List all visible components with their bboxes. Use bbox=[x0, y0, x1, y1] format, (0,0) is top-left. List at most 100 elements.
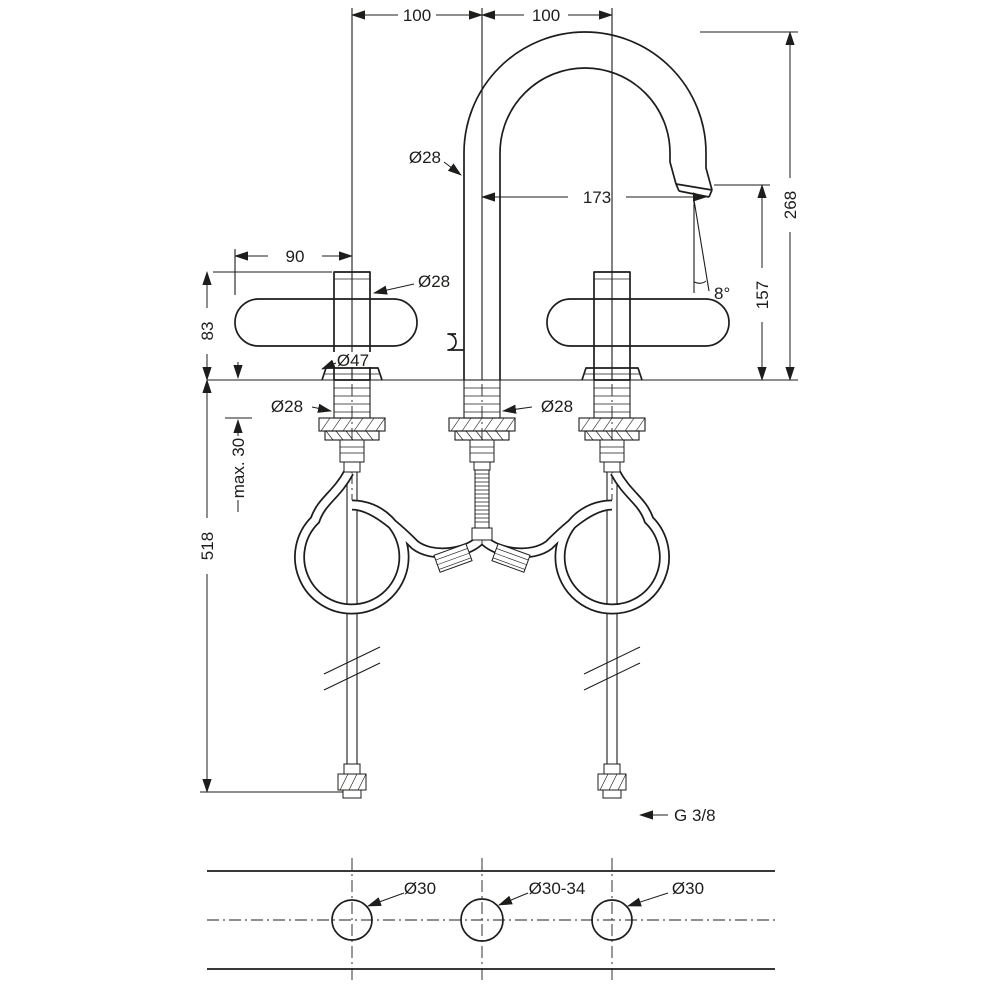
below-deck-dimension: 518 bbox=[198, 379, 343, 793]
countertop-edges bbox=[207, 870, 775, 970]
center-fitting-ridges bbox=[470, 446, 494, 454]
handle-reach-label: 90 bbox=[286, 247, 305, 266]
angle-arc bbox=[693, 280, 707, 284]
spout-diameter-label: Ø28 bbox=[409, 148, 441, 167]
leader-line bbox=[498, 892, 529, 906]
hole-center bbox=[460, 898, 504, 942]
center-mounting bbox=[448, 379, 516, 541]
right-hose-coupling bbox=[491, 543, 531, 573]
right-washer-hatch bbox=[585, 430, 634, 441]
right-nut-collar bbox=[603, 763, 621, 775]
base-diameter-label: Ø47 bbox=[337, 351, 369, 370]
label-mask bbox=[328, 352, 378, 367]
right-nut-tip bbox=[602, 789, 622, 799]
outlet-height-dimension: 157 bbox=[714, 184, 772, 381]
spacing-dimension-left: 100 bbox=[351, 6, 483, 25]
right-supply-tube bbox=[583, 472, 641, 764]
right-supply-nut bbox=[597, 763, 627, 799]
spout-reach-label: 173 bbox=[583, 188, 611, 207]
left-coupling-texture bbox=[435, 548, 472, 570]
right-handle bbox=[546, 271, 730, 381]
right-hose-inner bbox=[482, 470, 669, 613]
outlet-angle-callout: 8° bbox=[693, 199, 730, 303]
right-hose bbox=[481, 469, 670, 615]
left-handle-escutcheon bbox=[321, 367, 383, 381]
left-hose-coupling bbox=[433, 543, 473, 573]
spacing-dimension-right: 100 bbox=[481, 6, 613, 25]
left-valve-fitting bbox=[339, 439, 365, 463]
hole-centerlines bbox=[351, 858, 613, 983]
outlet-angle-label: 8° bbox=[714, 284, 730, 303]
hole-center-label: Ø30-34 bbox=[529, 879, 586, 898]
supply-thread-callout: G 3/8 bbox=[639, 806, 716, 825]
shank-center-diameter-callout: Ø28 bbox=[502, 397, 573, 416]
leader-line bbox=[627, 892, 669, 907]
height-dimension: 268 bbox=[700, 31, 800, 381]
right-coupling-texture bbox=[492, 548, 529, 570]
left-hose-inner bbox=[295, 470, 482, 613]
right-nut-hatch bbox=[580, 417, 646, 432]
left-nut-body-hatch bbox=[339, 773, 367, 791]
left-shank-threads bbox=[334, 387, 370, 413]
leader-line bbox=[311, 403, 332, 413]
below-deck-length-label: 518 bbox=[198, 532, 217, 560]
deck-thickness-dimension: max. 30 bbox=[225, 362, 252, 512]
right-nut-body-hatch bbox=[599, 773, 627, 791]
right-valve-fitting bbox=[599, 439, 625, 463]
hole-left-callout: Ø30 bbox=[367, 879, 436, 907]
left-tube-walls bbox=[346, 472, 358, 764]
supply-thread-label: G 3/8 bbox=[674, 806, 716, 825]
spout bbox=[447, 31, 713, 380]
spout-diameter-callout: Ø28 bbox=[409, 148, 462, 176]
right-handle-loop bbox=[546, 298, 730, 347]
left-nut-tip bbox=[342, 789, 362, 799]
left-mounting bbox=[318, 379, 386, 473]
leader-line bbox=[443, 161, 462, 176]
left-hose bbox=[294, 469, 483, 615]
right-fitting-ridges bbox=[600, 446, 624, 454]
hole-left-label: Ø30 bbox=[404, 879, 436, 898]
outlet-height-label: 157 bbox=[753, 281, 772, 309]
spacing-right-label: 100 bbox=[532, 6, 560, 25]
left-handle-loop bbox=[234, 298, 418, 347]
angle-lines bbox=[693, 199, 710, 293]
drain-rod-hook bbox=[447, 333, 464, 351]
shank-left-diameter-label: Ø28 bbox=[271, 397, 303, 416]
center-valve-fitting bbox=[469, 439, 495, 463]
leader-line bbox=[502, 404, 533, 414]
left-nut-hatch bbox=[320, 417, 386, 432]
right-tube-break-marks bbox=[583, 646, 641, 691]
center-braid-texture bbox=[475, 473, 489, 523]
handle-diameter-label: Ø28 bbox=[418, 272, 450, 291]
spout-outer-wall bbox=[463, 31, 713, 380]
leader-line bbox=[373, 283, 415, 295]
left-coupling-body bbox=[433, 543, 473, 573]
left-supply-nut bbox=[337, 763, 367, 799]
hole-right-callout: Ø30 bbox=[627, 879, 704, 907]
hole-right bbox=[591, 899, 633, 941]
right-coupling-body bbox=[491, 543, 531, 573]
spout-outlet-aerator bbox=[675, 183, 713, 198]
spout-height-label: 268 bbox=[781, 191, 800, 219]
handle-height-dimension: 83 bbox=[198, 271, 332, 381]
right-shank-threads bbox=[594, 387, 630, 413]
hole-left bbox=[331, 899, 373, 941]
right-tube-walls bbox=[606, 472, 618, 764]
left-handle bbox=[234, 271, 418, 381]
spout-inner-wall bbox=[499, 67, 677, 380]
hole-center-callout: Ø30-34 bbox=[498, 879, 586, 906]
dimensions: 100 100 Ø28 173 268 157 bbox=[198, 6, 800, 825]
center-tee-fitting bbox=[471, 527, 493, 541]
shank-left-diameter-callout: Ø28 bbox=[271, 397, 332, 416]
left-hose-connector bbox=[343, 461, 361, 473]
right-hose-connector bbox=[603, 461, 621, 473]
left-fitting-ridges bbox=[340, 446, 364, 454]
handle-height-label: 83 bbox=[198, 322, 217, 341]
leader-line bbox=[321, 359, 337, 370]
hole-pattern-view: Ø30 Ø30-34 Ø30 bbox=[207, 858, 775, 983]
reach-dimension: 173 bbox=[481, 188, 707, 207]
right-handle-escutcheon bbox=[581, 367, 643, 381]
left-nut-collar bbox=[343, 763, 361, 775]
handle-diameter-callout: Ø28 bbox=[373, 272, 450, 295]
